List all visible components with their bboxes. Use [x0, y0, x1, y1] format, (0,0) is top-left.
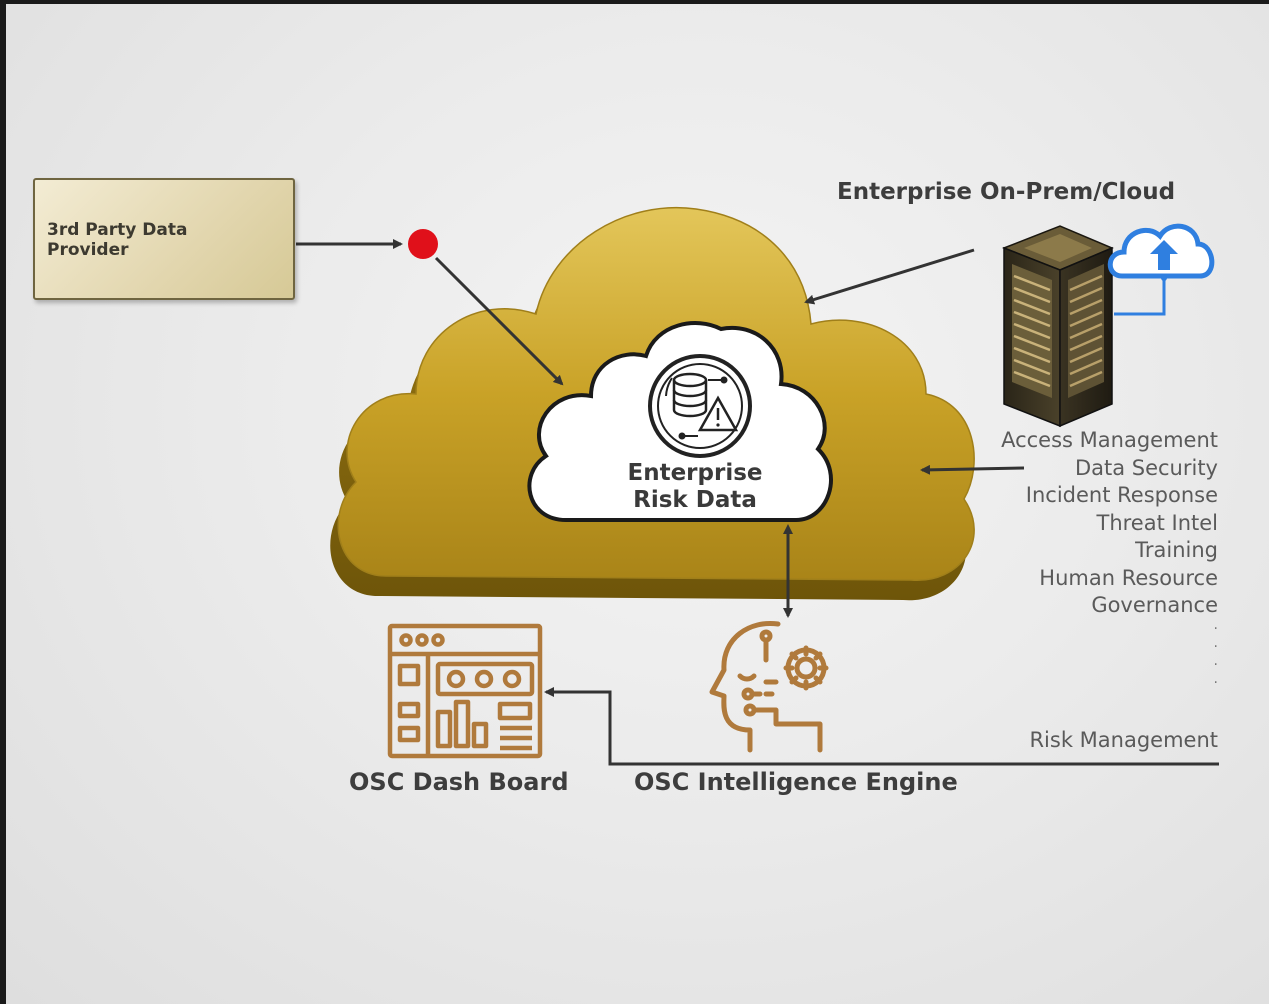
third-party-provider-box: 3rd Party Data Provider: [33, 178, 295, 300]
server-tower-icon: [1001, 225, 1114, 428]
dashboard-label: OSC Dash Board: [349, 768, 569, 796]
domain-item: Training: [1135, 538, 1218, 562]
red-dot-marker: [408, 229, 438, 259]
core-label-line2: Risk Data: [633, 487, 757, 513]
continuation-dot: ·: [1213, 620, 1218, 637]
continuation-dot: ·: [1213, 674, 1218, 691]
ai-head-gear-icon: [709, 620, 829, 753]
diagram-graphics: [209, 191, 1219, 766]
arrow-engine-to-dashboard: [544, 687, 1219, 766]
continuation-dot: ·: [1213, 638, 1218, 655]
diagram-canvas: 3rd Party Data Provider Enterprise On-Pr…: [6, 4, 1269, 1004]
database-warning-icon: [648, 354, 752, 458]
domain-item: Incident Response: [1025, 483, 1218, 507]
domain-item: Human Resource: [1039, 565, 1218, 590]
engine-label: OSC Intelligence Engine: [634, 768, 958, 796]
domain-item: Governance: [1091, 593, 1218, 617]
provider-label: 3rd Party Data Provider: [47, 220, 188, 260]
cloud-upload-icon: [1107, 223, 1215, 316]
arrow-domains-to-cloud: [920, 464, 1025, 475]
core-label-line1: Enterprise: [627, 460, 763, 486]
enterprise-title: Enterprise On-Prem/Cloud: [837, 179, 1176, 205]
continuation-dot: ·: [1213, 656, 1218, 673]
arrow-gate-to-core: [434, 256, 564, 386]
domain-item: Data Security: [1074, 455, 1218, 480]
arrow-enterprise-to-cloud: [804, 248, 975, 305]
risk-domain-list: Access Management Data Security Incident…: [888, 427, 1218, 692]
domain-item: Access Management: [1001, 428, 1218, 452]
domain-item-last: Risk Management: [1029, 728, 1218, 752]
domain-item: Threat Intel: [1096, 510, 1219, 535]
dashboard-icon: [387, 623, 543, 759]
